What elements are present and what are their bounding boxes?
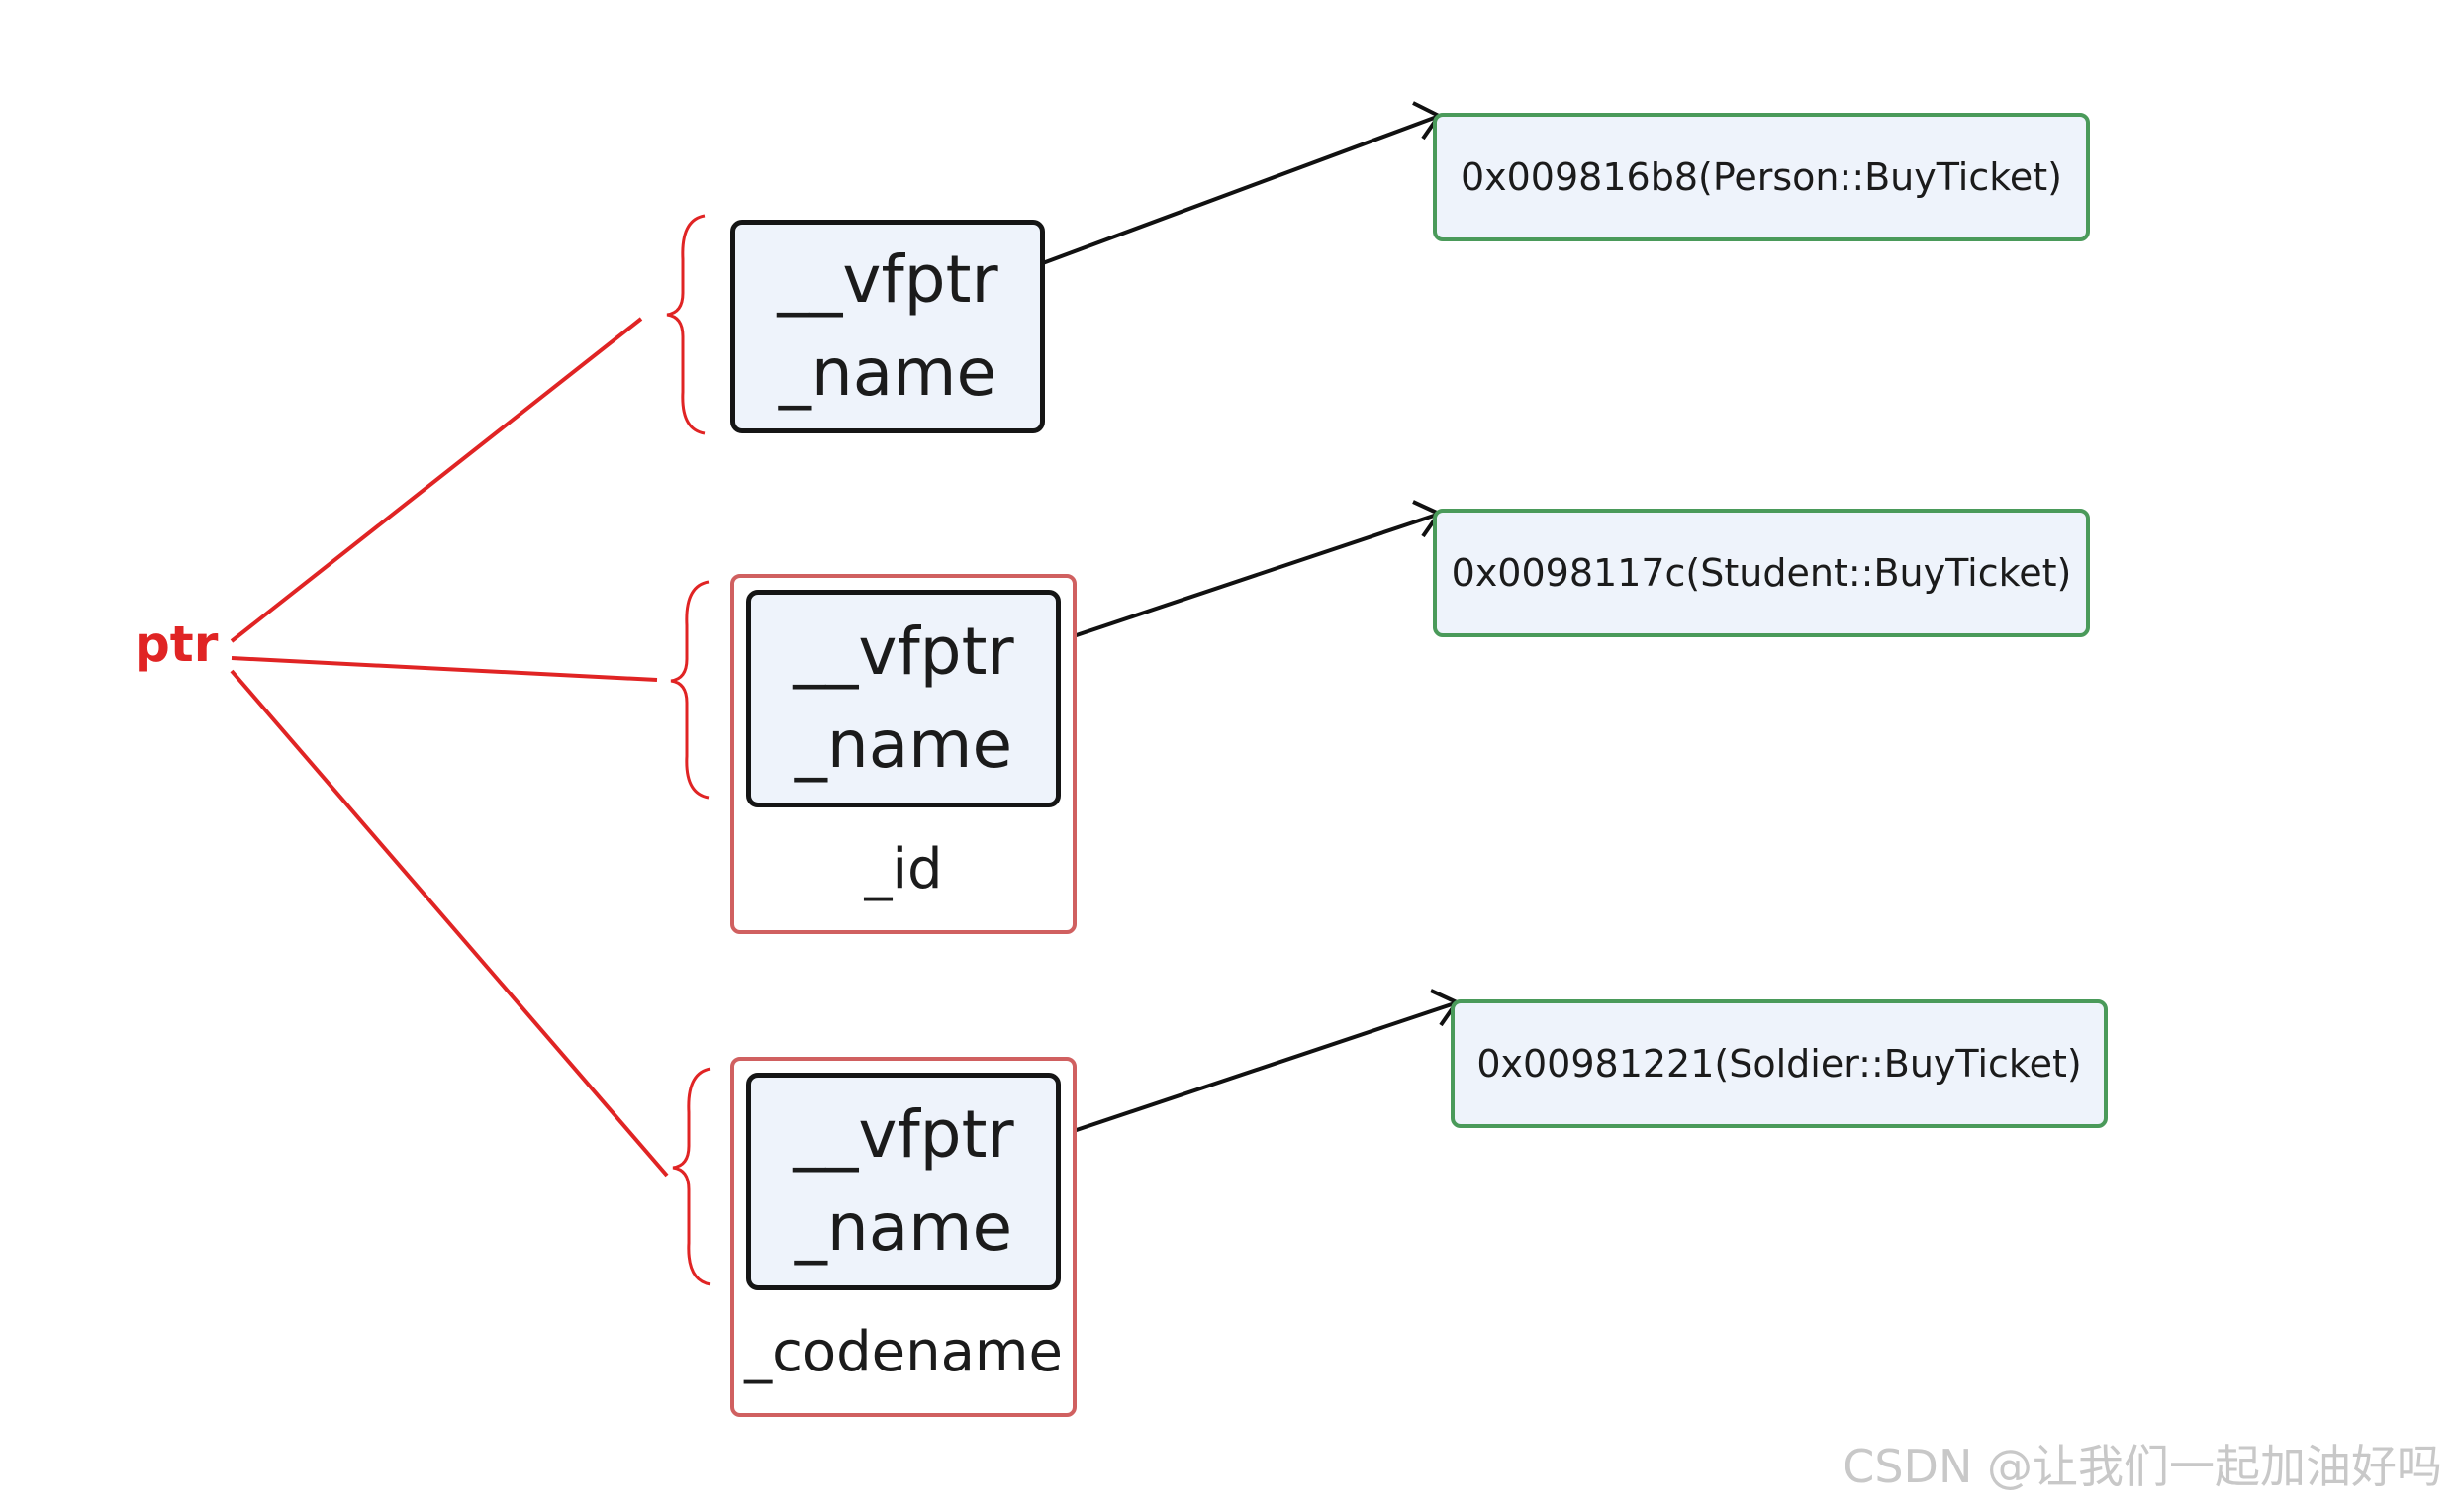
brace-student — [670, 580, 710, 800]
soldier-codename-field: _codename — [744, 1320, 1063, 1384]
vfptr-arrow-soldier — [1004, 1001, 1456, 1156]
vtable-entry-person-text: 0x009816b8(Person::BuyTicket) — [1460, 155, 2063, 199]
brace-person — [666, 214, 706, 435]
person-object-box: __vfptr _name — [730, 220, 1045, 433]
vfptr-arrow-person — [1004, 115, 1438, 279]
csdn-watermark: CSDN @让我们一起加油好吗 — [1843, 1440, 2442, 1493]
student-id-field: _id — [864, 837, 943, 901]
brace-soldier — [672, 1067, 711, 1286]
vtable-entry-soldier-text: 0x00981221(Soldier::BuyTicket) — [1476, 1042, 2082, 1086]
vtable-entry-soldier: 0x00981221(Soldier::BuyTicket) — [1451, 999, 2108, 1128]
soldier-base-subobject-box: __vfptr _name — [746, 1073, 1061, 1290]
person-name-field: _name — [778, 334, 997, 411]
vtable-entry-student-text: 0x0098117c(Student::BuyTicket) — [1451, 551, 2072, 595]
soldier-name-field: _name — [794, 1189, 1013, 1266]
soldier-vfptr-field: __vfptr — [793, 1096, 1014, 1173]
student-base-subobject-box: __vfptr _name — [746, 590, 1061, 807]
person-vfptr-field: __vfptr — [777, 241, 998, 318]
vtable-entry-student: 0x0098117c(Student::BuyTicket) — [1433, 509, 2090, 637]
vtable-entry-person: 0x009816b8(Person::BuyTicket) — [1433, 113, 2090, 241]
ptr-line-to-soldier — [230, 669, 669, 1178]
ptr-line-to-person — [230, 317, 643, 643]
student-vfptr-field: __vfptr — [793, 614, 1014, 690]
student-name-field: _name — [794, 707, 1013, 783]
vfptr-arrow-student — [1004, 513, 1438, 661]
ptr-line-to-student — [231, 656, 658, 682]
ptr-label: ptr — [135, 615, 219, 673]
